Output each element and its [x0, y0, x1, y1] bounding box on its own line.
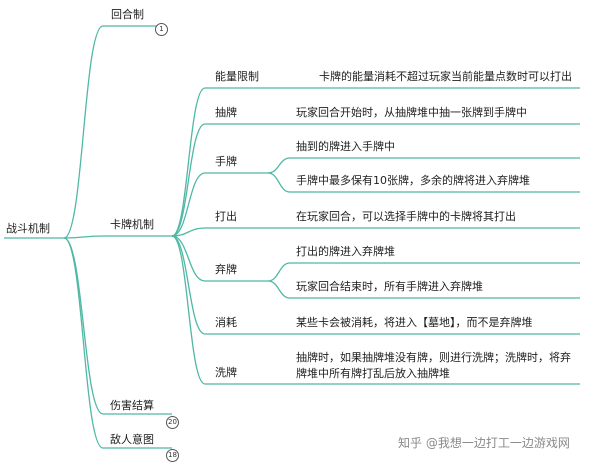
- branch-damage-calc: 伤害结算: [110, 399, 154, 412]
- node-discard: 弃牌: [215, 263, 237, 276]
- branch-round-system-count-badge[interactable]: 1: [155, 23, 168, 36]
- connector-discard-detail-1: [267, 262, 291, 282]
- connector-discard-detail-2: [267, 280, 291, 299]
- detail-energy-limit: 卡牌的能量消耗不超过玩家当前能量点数时可以打出: [319, 70, 572, 83]
- detail-discard-2: 玩家回合结束时，所有手牌进入弃牌堆: [296, 280, 483, 293]
- watermark: 知乎 @我想一边打工一边游戏网: [398, 436, 570, 450]
- connector-exhaust: [171, 235, 206, 335]
- detail-discard-1: 打出的牌进入弃牌堆: [296, 245, 395, 258]
- connector-card-mechanics: [63, 235, 104, 239]
- detail-hand-1: 抽到的牌进入手牌中: [296, 140, 395, 153]
- detail-hand-2: 手牌中最多保有10张牌，多余的牌将进入弃牌堆: [296, 174, 530, 187]
- connector-shuffle: [171, 235, 206, 385]
- node-energy-limit: 能量限制: [215, 70, 259, 83]
- branch-enemy-intent-count-badge[interactable]: 18: [166, 449, 179, 462]
- connector-energy-limit: [171, 87, 206, 237]
- connector-enemy-intent: [63, 237, 104, 449]
- detail-play: 在玩家回合，可以选择手牌中的卡牌将其打出: [296, 210, 516, 223]
- connector-discard: [171, 235, 206, 282]
- detail-draw: 玩家回合开始时，从抽牌堆中抽一张牌到手牌中: [296, 106, 527, 119]
- branch-enemy-intent: 敌人意图: [110, 433, 154, 446]
- detail-shuffle: 抽牌时，如果抽牌堆没有牌，则进行洗牌；洗牌时，将弃牌堆中所有牌打乱后放入抽牌堆: [296, 351, 571, 380]
- node-hand: 手牌: [215, 155, 237, 168]
- root-node: 战斗机制: [6, 222, 50, 235]
- node-draw: 抽牌: [215, 106, 237, 119]
- node-shuffle: 洗牌: [215, 366, 237, 379]
- connector-hand: [171, 172, 206, 237]
- connector-draw: [171, 123, 206, 237]
- branch-damage-calc-count-badge[interactable]: 20: [166, 416, 179, 429]
- node-exhaust: 消耗: [215, 316, 237, 329]
- connector-hand-detail-2: [267, 172, 291, 193]
- detail-exhaust: 某些卡会被消耗，将进入【墓地】，而不是弃牌堆: [296, 316, 533, 329]
- node-play: 打出: [215, 210, 237, 223]
- branch-card-mechanics: 卡牌机制: [110, 218, 154, 231]
- connector-play: [171, 227, 206, 237]
- branch-round-system: 回合制: [111, 8, 144, 21]
- connector-damage-calc: [63, 237, 104, 415]
- connector-hand-detail-1: [267, 157, 291, 174]
- connector-round-system: [63, 25, 104, 239]
